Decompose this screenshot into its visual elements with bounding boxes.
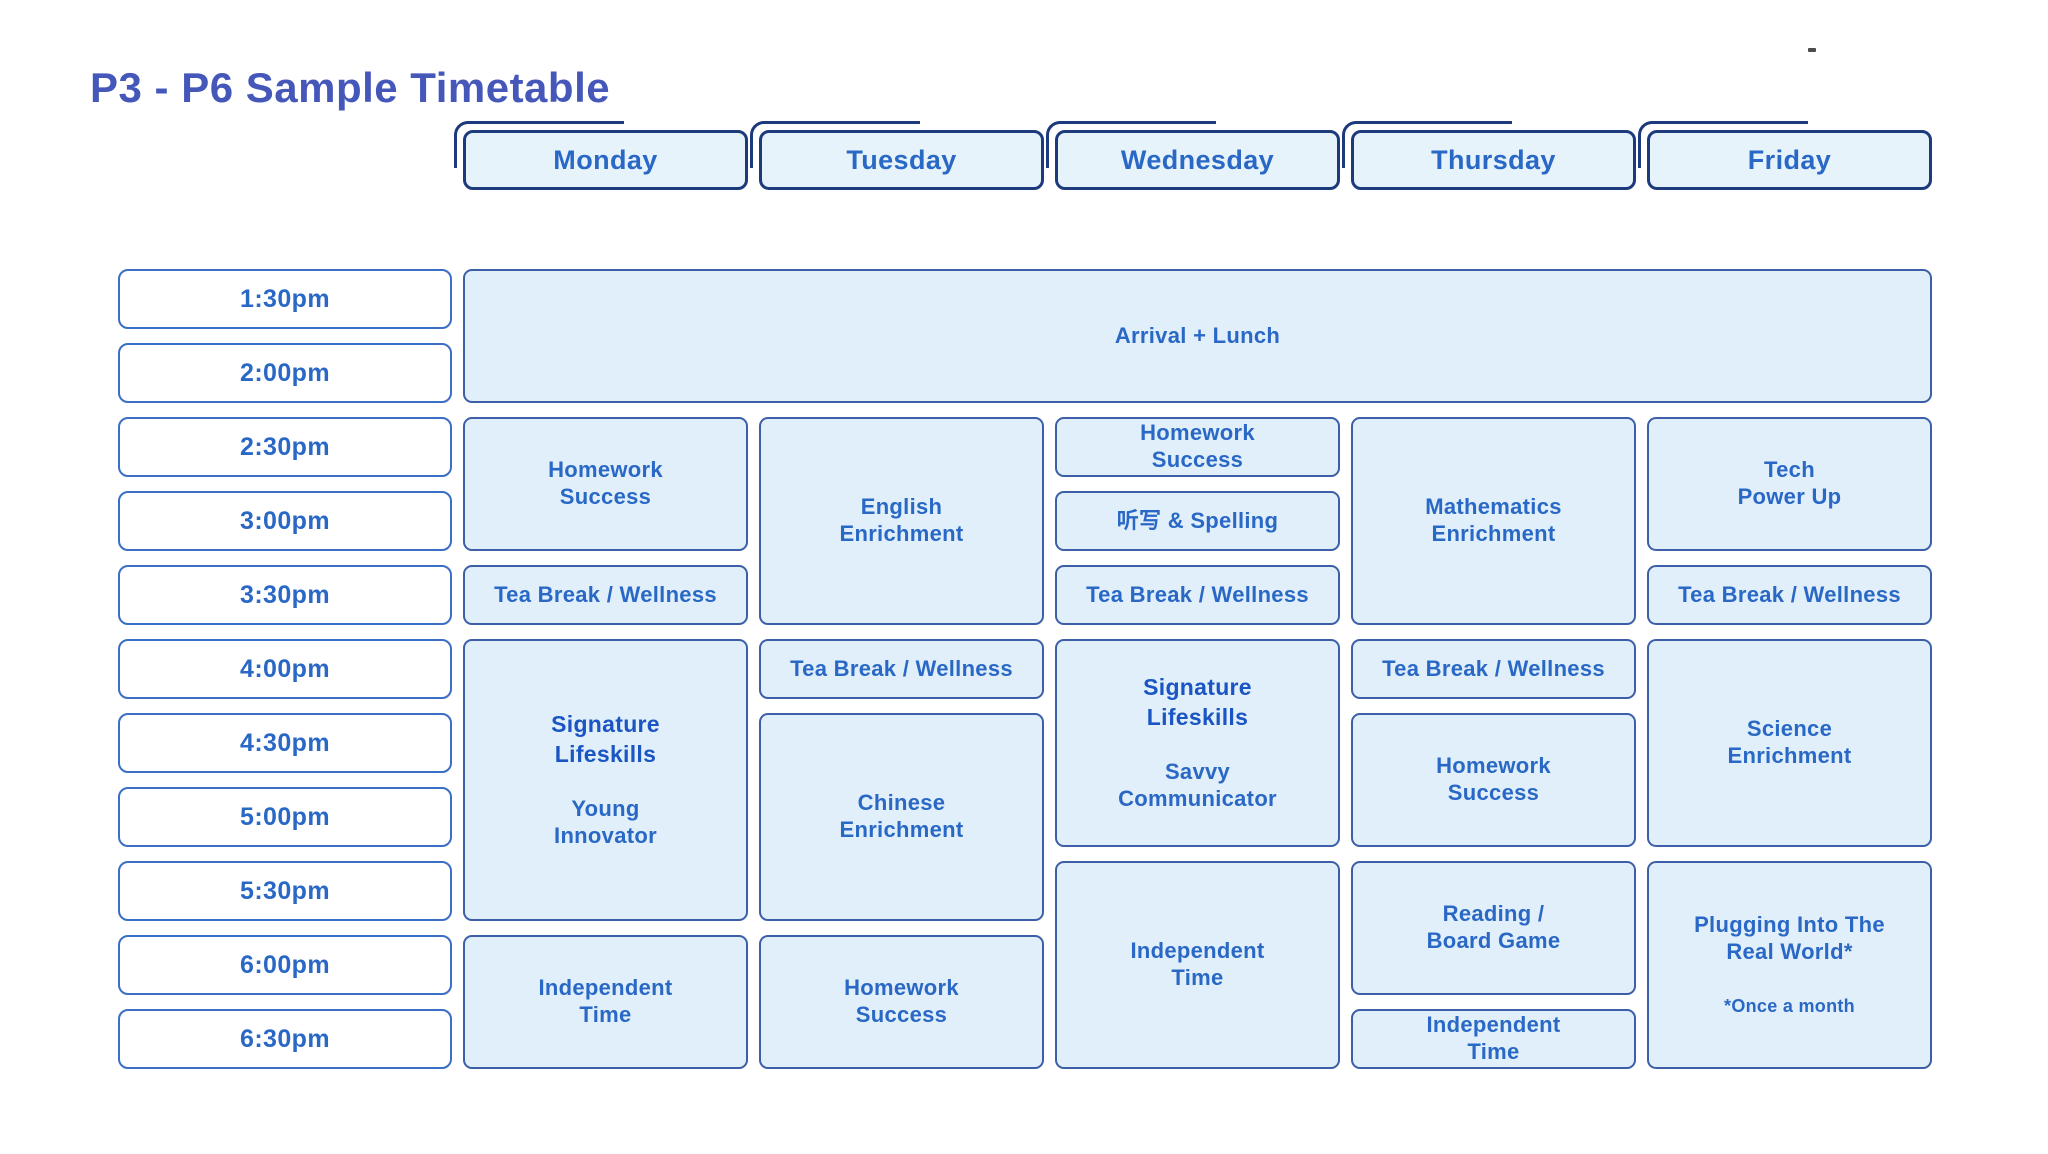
event-thursday-reading-board-game: Reading / Board Game [1351,861,1636,995]
signature-heading: Signature Lifeskills [551,711,660,768]
event-label: 听写 & Spelling [1116,507,1279,533]
signature-heading: Signature Lifeskills [1143,674,1252,731]
event-label: Plugging Into The Real World* [1694,912,1885,965]
day-header-label: Monday [553,144,658,175]
event-label: Homework Success [1436,753,1551,805]
time-slot-3:00pm: 3:00pm [118,491,452,551]
event-friday-plugging-into-the-real-world: Plugging Into The Real World* *Once a mon… [1647,861,1932,1069]
event-label: English Enrichment [839,494,964,546]
event-label: Science Enrichment [1727,716,1852,768]
day-header-wednesday: Wednesday [1046,121,1340,190]
time-slot-5:30pm: 5:30pm [118,861,452,921]
time-slot-2:30pm: 2:30pm [118,417,452,477]
day-header-monday: Monday [454,121,748,190]
event-label: Mathematics Enrichment [1425,494,1562,546]
event-tuesday-tea-break-wellness: Tea Break / Wellness [759,639,1044,699]
time-slot-4:30pm: 4:30pm [118,713,452,773]
time-slot-2:00pm: 2:00pm [118,343,452,403]
event-thursday-independent-time: Independent Time [1351,1009,1636,1069]
event-label: Homework Success [844,975,959,1027]
event-label: Tea Break / Wellness [494,581,717,607]
day-header-label: Tuesday [846,144,957,175]
event-label: Independent Time [1130,938,1265,990]
day-header-tuesday: Tuesday [750,121,1044,190]
event-label: Young Innovator [554,796,657,848]
event-label: Independent Time [1426,1012,1561,1064]
time-slot-1:30pm: 1:30pm [118,269,452,329]
event-label: Chinese Enrichment [839,790,964,842]
event-friday-tech-power-up: Tech Power Up [1647,417,1932,551]
event-label: Homework Success [548,457,663,509]
time-slot-6:00pm: 6:00pm [118,935,452,995]
event-label: Tea Break / Wellness [790,655,1013,681]
event-note: *Once a month [1724,995,1855,1016]
event-monday-tea-break-wellness: Tea Break / Wellness [463,565,748,625]
time-slot-5:00pm: 5:00pm [118,787,452,847]
stray-dash [1808,48,1816,52]
event-label: Homework Success [1140,420,1255,472]
time-slot-3:30pm: 3:30pm [118,565,452,625]
event-label: Savvy Communicator [1118,759,1277,811]
event-thursday-homework-success: Homework Success [1351,713,1636,847]
event-label: Independent Time [538,975,673,1027]
day-header-label: Wednesday [1120,144,1275,175]
day-header-label: Thursday [1431,144,1556,175]
event-label: Tea Break / Wellness [1382,655,1605,681]
event-wednesday-homework-success: Homework Success [1055,417,1340,477]
event-tuesday-english-enrichment: English Enrichment [759,417,1044,625]
event-label: Tech Power Up [1737,457,1842,509]
event-tuesday-chinese-enrichment: Chinese Enrichment [759,713,1044,921]
day-header-label: Friday [1747,144,1832,175]
event-tuesday-homework-success: Homework Success [759,935,1044,1069]
event-friday-tea-break-wellness: Tea Break / Wellness [1647,565,1932,625]
time-slot-6:30pm: 6:30pm [118,1009,452,1069]
day-header-friday: Friday [1638,121,1932,190]
time-slot-4:00pm: 4:00pm [118,639,452,699]
day-header-thursday: Thursday [1342,121,1636,190]
event-label: Reading / Board Game [1426,901,1561,953]
event-arrival-lunch: Arrival + Lunch [463,269,1932,403]
event-thursday-tea-break-wellness: Tea Break / Wellness [1351,639,1636,699]
event-wednesday-spelling: 听写 & Spelling [1055,491,1340,551]
page-title: P3 - P6 Sample Timetable [90,64,611,111]
event-wednesday-independent-time: Independent Time [1055,861,1340,1069]
event-monday-homework-success: Homework Success [463,417,748,551]
event-label: Tea Break / Wellness [1086,581,1309,607]
event-thursday-mathematics-enrichment: Mathematics Enrichment [1351,417,1636,625]
event-monday-independent-time: Independent Time [463,935,748,1069]
event-friday-science-enrichment: Science Enrichment [1647,639,1932,847]
event-label: Tea Break / Wellness [1678,581,1901,607]
event-wednesday-tea-break-wellness: Tea Break / Wellness [1055,565,1340,625]
